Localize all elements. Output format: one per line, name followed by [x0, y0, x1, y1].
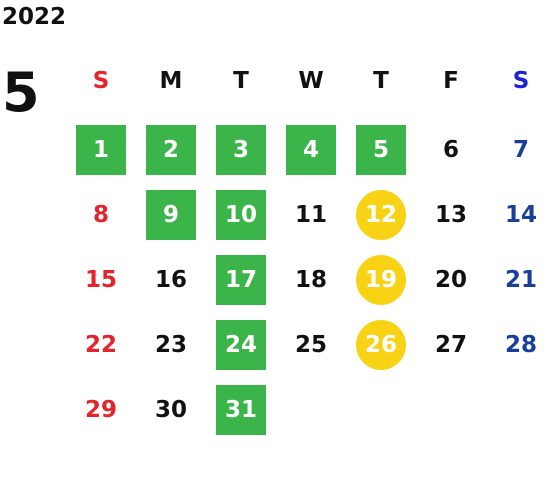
weekday-label: S: [512, 68, 530, 94]
day-cell-highlighted: 3: [216, 125, 266, 175]
day-cell-highlighted: 24: [216, 320, 266, 370]
day-cell: 29: [84, 397, 117, 423]
day-cell: 8: [92, 202, 109, 228]
day-cell-highlighted: 2: [146, 125, 196, 175]
day-cell-highlighted: 5: [356, 125, 406, 175]
day-cell: 14: [504, 202, 537, 228]
day-cell-highlighted: 4: [286, 125, 336, 175]
day-cell: 23: [154, 332, 187, 358]
day-cell-highlighted: 1: [76, 125, 126, 175]
weekday-label: F: [443, 68, 459, 94]
weekday-label: T: [233, 68, 249, 94]
day-cell: 18: [294, 267, 327, 293]
day-cell: 20: [434, 267, 467, 293]
day-cell: 22: [84, 332, 117, 358]
day-cell-highlighted: 19: [356, 255, 406, 305]
day-cell-highlighted: 26: [356, 320, 406, 370]
day-cell: 16: [154, 267, 187, 293]
month-number: 5: [2, 61, 40, 124]
day-cell-highlighted: 10: [216, 190, 266, 240]
day-cell: 13: [434, 202, 467, 228]
weekday-label: T: [373, 68, 389, 94]
day-cell-highlighted: 12: [356, 190, 406, 240]
day-cell: 27: [434, 332, 467, 358]
day-cell: 21: [504, 267, 537, 293]
weekday-label: S: [92, 68, 110, 94]
weekday-label: W: [298, 68, 324, 94]
day-cell: 30: [154, 397, 187, 423]
day-cell-highlighted: 17: [216, 255, 266, 305]
day-cell: 6: [442, 137, 459, 163]
day-cell: 28: [504, 332, 537, 358]
day-cell: 7: [512, 137, 529, 163]
day-cell: 15: [84, 267, 117, 293]
day-cell: 25: [294, 332, 327, 358]
day-cell-highlighted: 9: [146, 190, 196, 240]
day-cell: 11: [294, 202, 327, 228]
weekday-label: M: [159, 68, 183, 94]
year-label: 2022: [2, 4, 67, 30]
day-cell-highlighted: 31: [216, 385, 266, 435]
